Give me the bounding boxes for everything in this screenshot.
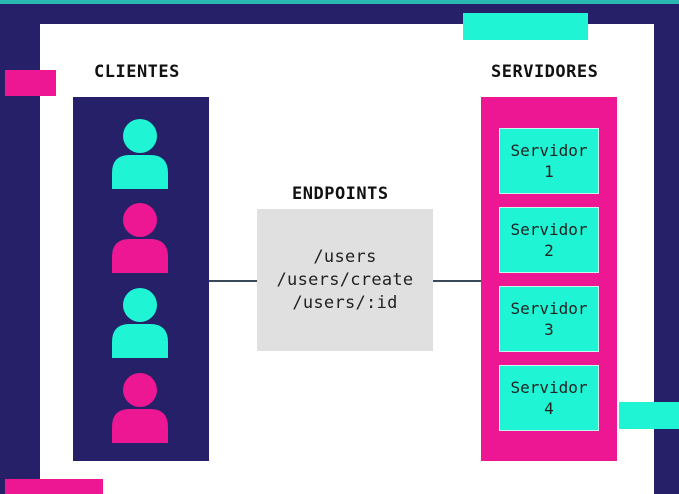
- server-number: 4: [544, 399, 554, 418]
- decor-pink-left: [5, 70, 56, 96]
- server-number: 1: [544, 162, 554, 181]
- endpoint-route: /users/create: [276, 269, 414, 290]
- decor-pink-bottom: [5, 479, 103, 494]
- connector-endpoints-servers: [433, 280, 481, 282]
- decor-teal-right: [619, 402, 679, 429]
- server-label: Servidor: [510, 378, 588, 397]
- server-box: Servidor 1: [499, 128, 599, 194]
- server-label: Servidor: [510, 299, 588, 318]
- clients-heading: CLIENTES: [94, 62, 180, 82]
- user-icon: [112, 373, 168, 443]
- servers-panel: Servidor 1 Servidor 2 Servidor 3 Servido…: [481, 97, 617, 461]
- server-box: Servidor 4: [499, 365, 599, 431]
- server-label: Servidor: [510, 141, 588, 160]
- endpoint-route: /users: [313, 246, 377, 267]
- server-label: Servidor: [510, 220, 588, 239]
- user-icon: [112, 288, 168, 358]
- top-edge-stripe: [0, 0, 679, 4]
- endpoint-route: /users/:id: [292, 292, 398, 313]
- decor-teal-top: [463, 13, 588, 40]
- endpoints-box: /users /users/create /users/:id: [257, 209, 433, 351]
- user-icon: [112, 119, 168, 189]
- servers-heading: SERVIDORES: [491, 62, 599, 82]
- server-box: Servidor 2: [499, 207, 599, 273]
- server-box: Servidor 3: [499, 286, 599, 352]
- server-number: 2: [544, 241, 554, 260]
- clients-panel: [73, 97, 209, 461]
- server-number: 3: [544, 320, 554, 339]
- endpoints-heading: ENDPOINTS: [292, 184, 389, 204]
- user-icon: [112, 203, 168, 273]
- connector-clients-endpoints: [209, 280, 257, 282]
